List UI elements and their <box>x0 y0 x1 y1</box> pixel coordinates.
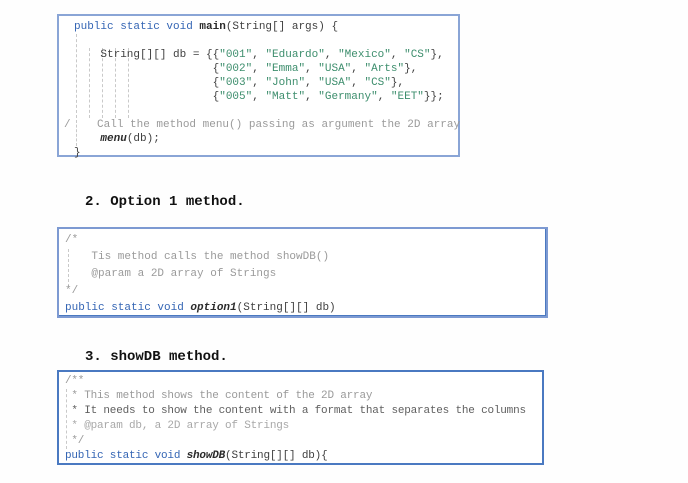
code-line: */ <box>65 434 542 449</box>
code-token-plain: { <box>74 91 220 103</box>
code-token-plain: , <box>324 49 339 61</box>
code-token-plain: , <box>351 63 365 75</box>
code-token-plain: , <box>252 77 266 89</box>
code-line <box>74 104 458 118</box>
code-line: public static void option1(String[][] db… <box>65 300 546 317</box>
code-token-plain: , <box>252 49 266 61</box>
code-token-plain: }, <box>390 77 405 89</box>
code-token-comment-gutter: / <box>64 119 71 131</box>
indent-guide <box>66 389 67 449</box>
code-token-plain: , <box>305 91 319 103</box>
code-box-main-method: public static void main(String[] args) {… <box>57 14 461 159</box>
code-token-function: main <box>199 21 226 33</box>
code-box-showdb-method: /** * This method shows the content of t… <box>57 370 544 465</box>
code-token-string: "001" <box>219 49 253 61</box>
code-line: / Call the method menu() passing as argu… <box>64 118 461 132</box>
code-line: } <box>74 146 458 160</box>
code-token-plain: , <box>390 49 405 61</box>
code-line: * @param db, a 2D array of Strings <box>65 419 542 434</box>
code-token-string: "Emma" <box>265 63 306 75</box>
code-token-string: "EET" <box>390 91 424 103</box>
section-heading-showdb: 3. showDB method. <box>85 349 228 365</box>
code-line: {"002", "Emma", "USA", "Arts"}, <box>74 62 458 76</box>
indent-guide <box>76 34 77 118</box>
indent-guide <box>76 120 77 146</box>
indent-guide <box>102 48 103 118</box>
code-token-plain: (String[][] db) <box>236 302 336 314</box>
indent-guide <box>89 48 90 118</box>
code-line: * It needs to show the content with a fo… <box>65 404 542 419</box>
code-token-keyword: public static void <box>65 450 187 462</box>
code-token-function-italic: option1 <box>190 302 237 314</box>
code-token-string: "CS" <box>404 49 431 61</box>
code-line: @param a 2D array of Strings <box>65 266 546 283</box>
code-token-string: "USA" <box>318 63 352 75</box>
code-token-comment: /* <box>65 234 79 246</box>
indent-guide <box>68 249 69 287</box>
code-token-plain: (String[] args) { <box>225 21 339 33</box>
code-token-plain: }}; <box>423 91 444 103</box>
code-token-plain: , <box>377 91 391 103</box>
code-line: /** <box>65 374 542 389</box>
code-token-string: "CS" <box>364 77 391 89</box>
code-token-plain: (String[][] db){ <box>225 450 328 462</box>
code-line: menu(db); <box>74 132 458 146</box>
code-line: public static void main(String[] args) { <box>74 20 458 34</box>
code-token-comment: /** <box>65 375 85 387</box>
indent-guide <box>128 48 129 118</box>
code-token-string: "003" <box>219 77 253 89</box>
code-token-string: "Matt" <box>265 91 306 103</box>
code-token-plain: }, <box>404 63 418 75</box>
code-token-plain: , <box>351 77 365 89</box>
code-line <box>74 34 458 48</box>
code-token-string: "002" <box>219 63 253 75</box>
code-token-comment: */ <box>65 435 85 447</box>
code-line: {"005", "Matt", "Germany", "EET"}}; <box>74 90 458 104</box>
code-line: * This method shows the content of the 2… <box>65 389 542 404</box>
code-token-comment: @param a 2D array of Strings <box>65 268 277 280</box>
code-token-string: "005" <box>219 91 253 103</box>
code-token-string: "Eduardo" <box>265 49 325 61</box>
code-box-option1-method: /* Tis method calls the method showDB() … <box>57 227 548 318</box>
code-token-comment-faint: * @param db, a 2D array of Strings <box>65 420 290 432</box>
code-token-comment: Tis method calls the method showDB() <box>65 251 330 263</box>
code-line: String[][] db = {{"001", "Eduardo", "Mex… <box>74 48 458 62</box>
code-line: {"003", "John", "USA", "CS"}, <box>74 76 458 90</box>
code-token-string: "John" <box>265 77 306 89</box>
code-token-keyword: public static void <box>65 302 191 314</box>
code-token-string: "USA" <box>318 77 352 89</box>
code-token-plain <box>74 133 100 145</box>
code-token-plain: String[][] db = {{ <box>74 49 220 61</box>
code-content-main: public static void main(String[] args) {… <box>59 16 461 159</box>
code-line: public static void showDB(String[][] db)… <box>65 449 542 464</box>
code-token-comment: Call the method menu() passing as argume… <box>70 119 461 131</box>
code-token-plain: }, <box>430 49 444 61</box>
code-token-plain: , <box>305 77 319 89</box>
code-line: */ <box>65 283 546 300</box>
code-token-plain: } <box>74 147 81 159</box>
code-token-string: "Arts" <box>364 63 405 75</box>
indent-guide <box>115 48 116 118</box>
code-token-plain: (db); <box>126 133 160 145</box>
code-token-string: "Germany" <box>318 91 378 103</box>
code-token-function-italic: menu <box>100 133 127 145</box>
code-token-comment: * This method shows the content of the 2… <box>65 390 373 402</box>
code-token-keyword: public static void <box>74 21 200 33</box>
section-heading-option1: 2. Option 1 method. <box>85 194 245 210</box>
code-token-plain: { <box>74 77 220 89</box>
code-line: Tis method calls the method showDB() <box>65 249 546 266</box>
code-content-showdb: /** * This method shows the content of t… <box>59 372 542 463</box>
code-token-plain: , <box>252 63 266 75</box>
code-token-string: "Mexico" <box>338 49 391 61</box>
code-line: /* <box>65 232 546 249</box>
code-token-plain: , <box>305 63 319 75</box>
code-token-comment-dark: * It needs to show the content with a fo… <box>65 405 526 417</box>
code-token-plain: { <box>74 63 220 75</box>
code-token-comment: */ <box>65 285 79 297</box>
code-content-option1: /* Tis method calls the method showDB() … <box>59 229 546 316</box>
code-token-plain: , <box>252 91 266 103</box>
code-token-function-italic: showDB <box>186 450 226 462</box>
